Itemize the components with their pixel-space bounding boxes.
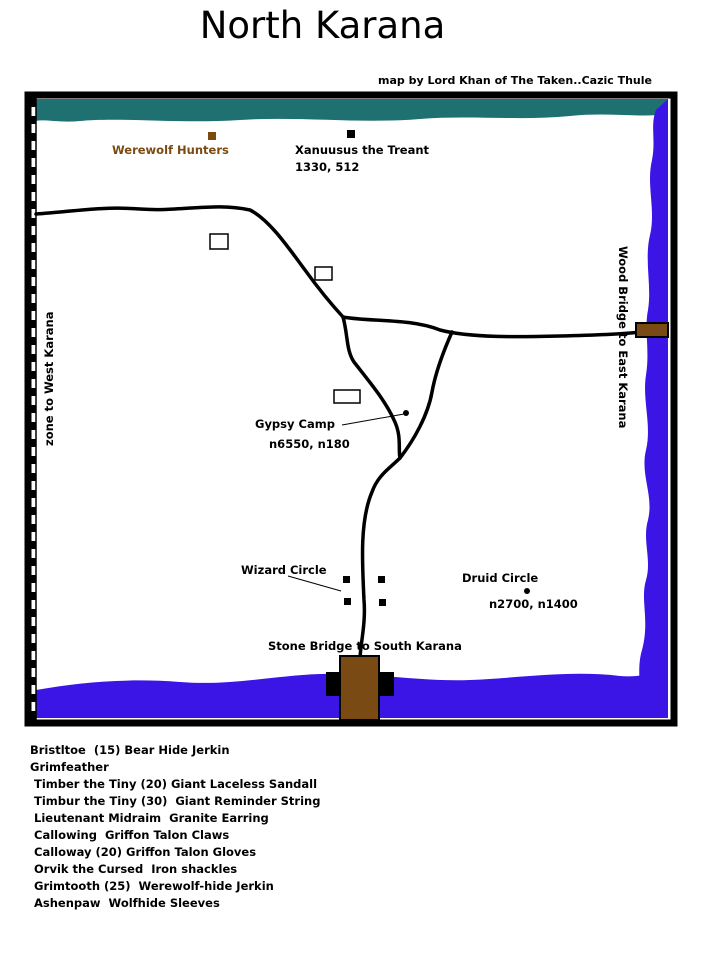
wizard-circle-marker-1	[343, 576, 350, 583]
wizard-circle-marker-3	[344, 598, 351, 605]
label-wizard-circle: Wizard Circle	[241, 563, 327, 577]
label-gypsy-loc: n6550, n180	[269, 437, 350, 451]
stone-bridge	[339, 655, 380, 721]
note-line: Callowing Griffon Talon Claws	[30, 828, 230, 842]
north-water	[36, 99, 668, 122]
structure-1	[209, 233, 229, 250]
wizard-circle-marker-2	[378, 576, 385, 583]
label-werewolf-hunters: Werewolf Hunters	[112, 143, 229, 157]
stone-bridge-block-right	[380, 672, 394, 696]
label-stone-bridge: Stone Bridge to South Karana	[268, 639, 462, 653]
structure-2	[314, 266, 333, 281]
druid-circle-marker	[524, 588, 530, 594]
note-line: Calloway (20) Griffon Talon Gloves	[30, 845, 257, 859]
note-line: Timber the Tiny (20) Giant Laceless Sand…	[30, 777, 318, 791]
stone-bridge-block-left	[326, 672, 340, 696]
wood-bridge	[635, 322, 669, 338]
xanuusus-marker	[347, 130, 355, 138]
gypsy-camp-pointer	[341, 413, 405, 426]
note-line: Grimtooth (25) Werewolf-hide Jerkin	[30, 879, 274, 893]
road-north	[34, 205, 345, 319]
map-frame	[24, 91, 678, 727]
structure-3	[333, 389, 361, 404]
road-east	[341, 315, 642, 339]
note-line: Ashenpaw Wolfhide Sleeves	[30, 896, 220, 910]
label-xanuusus: Xanuusus the Treant	[295, 143, 430, 157]
label-gypsy-camp: Gypsy Camp	[255, 417, 335, 431]
label-wood-bridge: Wood Bridge to East Karana	[616, 246, 630, 428]
map-title: North Karana	[199, 4, 446, 47]
note-line: Lieutenant Midraim Granite Earring	[30, 811, 269, 825]
note-line: Grimfeather	[30, 760, 109, 774]
east-water	[639, 99, 668, 718]
wizard-circle-pointer	[287, 575, 342, 592]
label-west-zone: zone to West Karana	[42, 312, 56, 446]
map-background	[28, 95, 674, 723]
map-credit: map by Lord Khan of The Taken..Cazic Thu…	[378, 74, 652, 87]
werewolf-hunters-marker	[208, 132, 216, 140]
gypsy-camp-marker	[403, 410, 409, 416]
road-branch	[398, 330, 454, 460]
note-line: Orvik the Cursed Iron shackles	[30, 862, 238, 876]
label-druid-loc: n2700, n1400	[489, 597, 578, 611]
wizard-circle-marker-4	[379, 599, 386, 606]
label-xanuusus-loc: 1330, 512	[295, 160, 359, 174]
label-druid-circle: Druid Circle	[462, 571, 538, 585]
roads	[34, 205, 642, 662]
note-line: Timbur the Tiny (30) Giant Reminder Stri…	[30, 794, 321, 808]
note-line: Bristltoe (15) Bear Hide Jerkin	[30, 743, 230, 757]
